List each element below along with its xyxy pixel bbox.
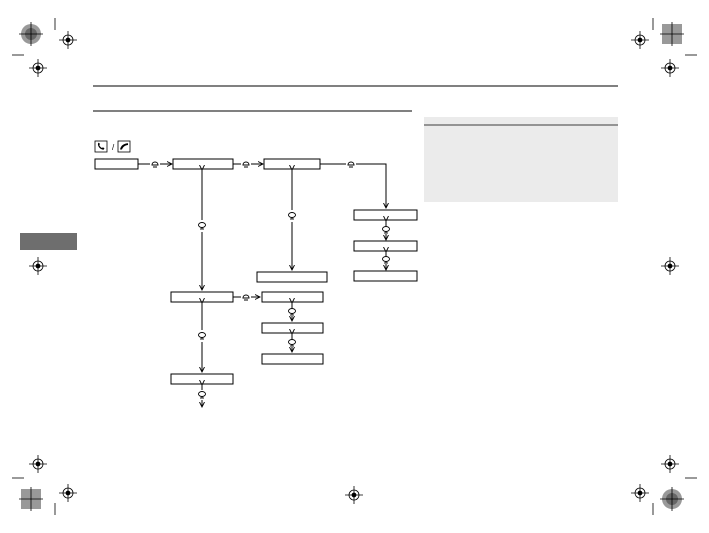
flow-diagram — [94, 158, 418, 407]
phone-handset-icon — [94, 140, 108, 153]
dial-knob-icon — [198, 391, 206, 399]
registration-target-icon — [19, 487, 43, 511]
flow-node-level-2 — [263, 158, 321, 170]
registration-target-icon — [660, 22, 684, 46]
pick-up-button-icon — [242, 161, 250, 168]
dial-knob-icon — [288, 339, 296, 347]
side-tab — [20, 233, 77, 250]
flow-node-level-1-sub — [170, 291, 234, 303]
flow-node-level-1-sub2 — [170, 373, 234, 385]
registration-marks — [12, 18, 697, 515]
crop-mark — [12, 18, 697, 515]
dial-knob-icon — [288, 308, 296, 316]
icon-separator: / — [112, 143, 115, 152]
flow-node-level-3a — [353, 209, 418, 221]
pick-up-button-icon — [242, 294, 250, 301]
dial-knob-icon — [288, 212, 296, 220]
flow-node-level-2d — [261, 353, 324, 365]
pick-up-button-icon — [347, 161, 355, 168]
phone-hangup-icon — [117, 140, 131, 153]
flow-node-level-2c — [261, 322, 324, 334]
registration-target-icon — [660, 487, 684, 511]
flow-node-level-1 — [172, 158, 234, 170]
flow-node-level-2-sub — [256, 271, 328, 283]
pick-up-button-icon — [151, 161, 159, 168]
registration-target-icon — [19, 22, 43, 46]
dial-knob-icon — [198, 222, 206, 230]
flow-node-level-2b — [261, 291, 324, 303]
dial-knob-icon — [382, 256, 390, 264]
dial-knob-icon — [382, 226, 390, 234]
flow-node-level-3c — [353, 270, 418, 282]
flow-node-level-3b — [353, 240, 418, 252]
info-panel — [424, 117, 618, 202]
crosshair-marks — [29, 31, 679, 504]
dial-knob-icon — [198, 332, 206, 340]
flow-node-start — [94, 158, 139, 170]
